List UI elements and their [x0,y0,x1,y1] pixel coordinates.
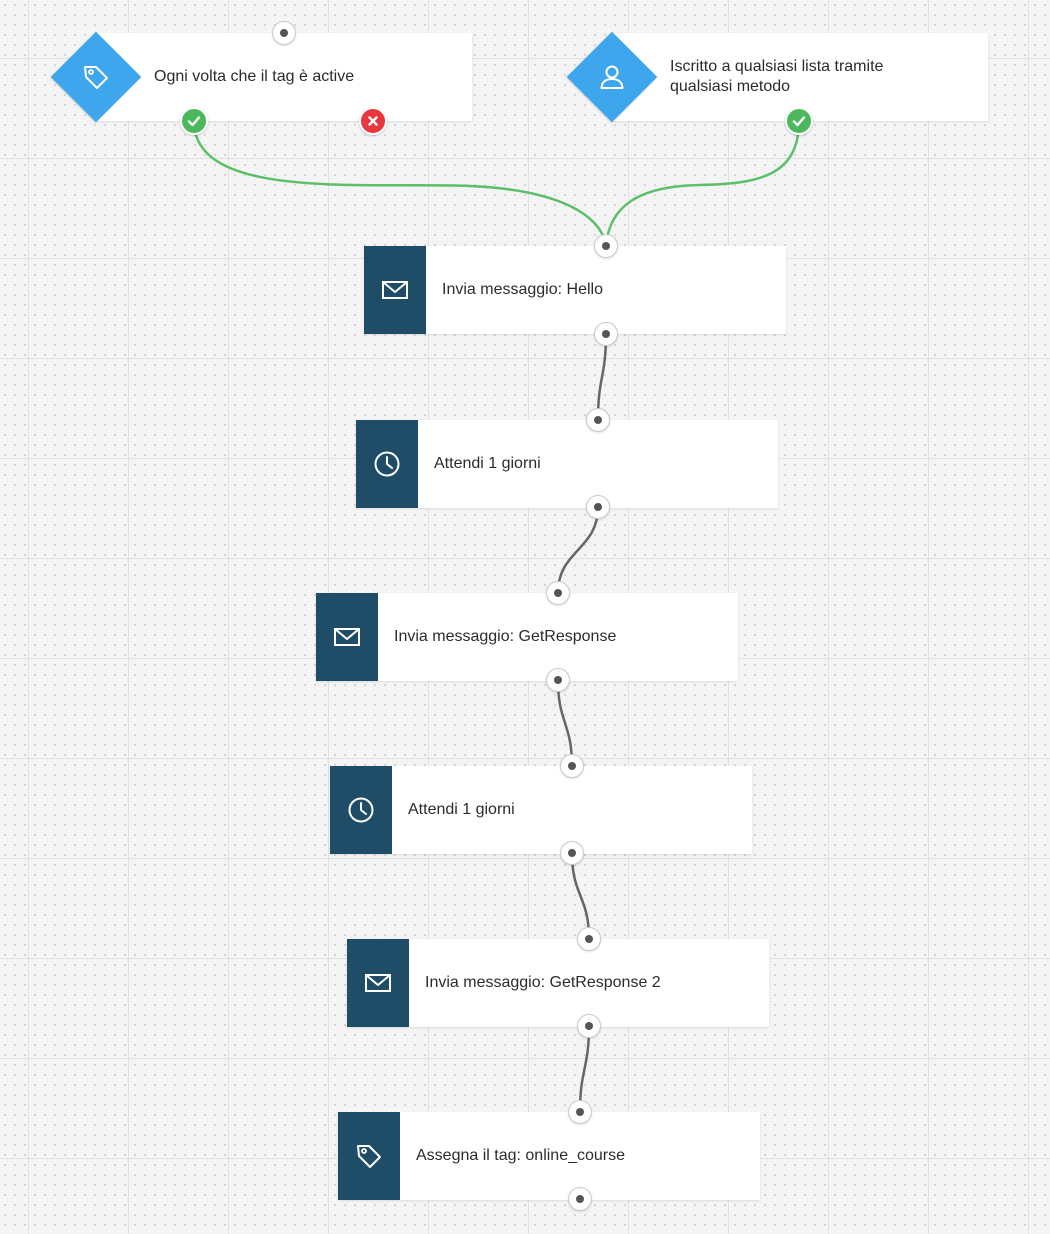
envelope-icon [334,628,360,646]
trigger-card-tag-active[interactable]: Ogni volta che il tag è active [96,33,472,121]
step-icon-box [338,1112,400,1200]
check-icon [187,116,201,127]
step-send-message-getresponse-2[interactable]: Invia messaggio: GetResponse 2 [347,939,769,1027]
tag-icon [357,1145,381,1168]
trigger-card-subscribed[interactable]: Iscritto a qualsiasi lista tramite quals… [612,33,988,121]
step-6-output-port[interactable] [568,1187,592,1211]
step-wait-1-day[interactable]: Attendi 1 giorni [356,420,778,508]
step-icon-box [364,246,426,334]
step-label: Assegna il tag: online_course [416,1147,626,1164]
connector-trigger-1-to-step-1[interactable] [192,120,608,246]
step-icon-box [356,420,418,508]
step-5-input-port[interactable] [577,927,601,951]
step-4-output-port[interactable] [560,841,584,865]
step-3-output-port[interactable] [546,668,570,692]
close-icon [368,116,378,126]
step-icon-box [330,766,392,854]
user-icon [600,65,624,89]
step-label: Invia messaggio: GetResponse [394,628,617,645]
step-wait-1-day[interactable]: Attendi 1 giorni [330,766,752,854]
step-2-output-port[interactable] [586,495,610,519]
step-2-input-port[interactable] [586,408,610,432]
step-assign-tag-online-course[interactable]: Assegna il tag: online_course [338,1112,760,1200]
connector-step-4-to-step-5[interactable] [570,852,591,940]
step-label: Invia messaggio: Hello [442,281,603,298]
clock-icon [348,797,374,823]
clock-icon [374,451,400,477]
step-label: Attendi 1 giorni [434,455,541,472]
step-3-input-port[interactable] [546,581,570,605]
step-send-message-hello[interactable]: Invia messaggio: Hello [364,246,786,334]
step-send-message-getresponse[interactable]: Invia messaggio: GetResponse [316,593,738,681]
trigger-1-yes-output[interactable] [180,107,208,135]
step-1-input-port[interactable] [594,234,618,258]
trigger-1-no-output[interactable] [359,107,387,135]
envelope-icon [382,281,408,299]
trigger-label: Ogni volta che il tag è active [154,68,355,85]
step-4-input-port[interactable] [560,754,584,778]
trigger-label: Iscritto a qualsiasi lista tramite quals… [670,58,884,95]
step-5-output-port[interactable] [577,1014,601,1038]
trigger-1-input-port[interactable] [272,21,296,45]
connector-step-2-to-step-3[interactable] [556,506,600,594]
step-icon-box [347,939,409,1027]
connector-trigger-2-to-step-1[interactable] [604,120,801,246]
step-icon-box [316,593,378,681]
step-label: Attendi 1 giorni [408,801,515,818]
step-6-input-port[interactable] [568,1100,592,1124]
step-label: Invia messaggio: GetResponse 2 [425,974,661,991]
step-1-output-port[interactable] [594,322,618,346]
tag-icon [84,66,108,89]
envelope-icon [365,974,391,992]
check-icon [792,116,806,127]
trigger-2-yes-output[interactable] [785,107,813,135]
